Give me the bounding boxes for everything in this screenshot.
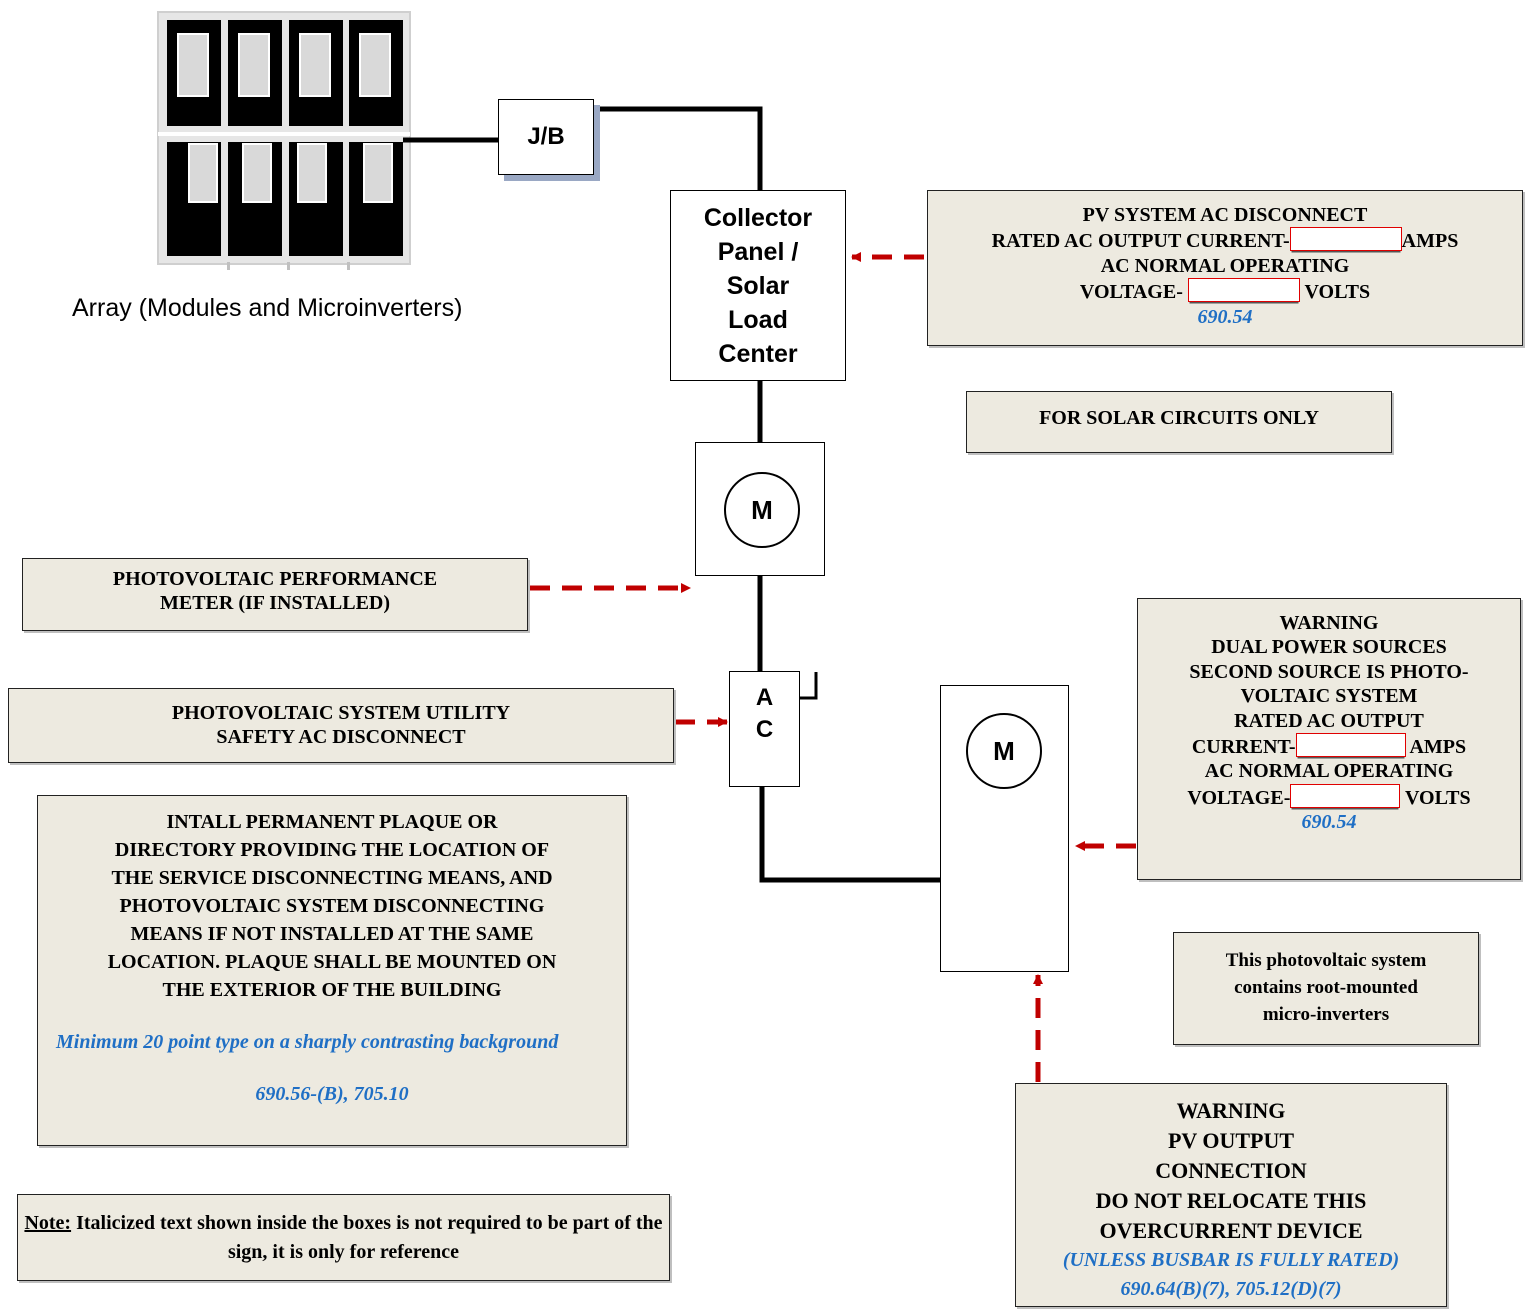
label-text: RATED AC OUTPUT [1234,709,1424,732]
label-text: LOCATION. PLAQUE SHALL BE MOUNTED ON [107,951,557,973]
code-reference: 690.64(B)(7), 705.12(D)(7) [1120,1278,1342,1300]
label-text: VOLTAIC SYSTEM [1240,685,1418,708]
note-prefix: Note: [24,1212,72,1234]
collector-line: Collector [703,204,813,232]
label-text: VOLTAGE- [1187,786,1291,809]
solar-module [289,142,343,256]
label-text: MEANS IF NOT INSTALLED AT THE SAME [130,923,534,945]
label-text: PV OUTPUT [1167,1128,1295,1153]
label-plaque: INTALL PERMANENT PLAQUE OR DIRECTORY PRO… [37,795,627,1146]
ac-letter: C [755,716,774,743]
ac-letter: A [755,684,774,711]
solar-module [228,20,282,126]
label-text: VOLTS [1405,786,1471,809]
reference-note: Minimum 20 point type on a sharply contr… [56,1031,559,1053]
label-text: FOR SOLAR CIRCUITS ONLY [1039,407,1319,429]
label-text: DIRECTORY PROVIDING THE LOCATION OF [114,839,550,861]
reference-note: (UNLESS BUSBAR IS FULLY RATED) [1062,1249,1400,1271]
label-text: VOLTAGE- [1079,281,1183,304]
label-text: PHOTOVOLTAIC SYSTEM DISCONNECTING [119,895,545,917]
label-text: SAFETY AC DISCONNECT [216,726,466,749]
collector-line: Center [718,340,798,368]
label-text: METER (IF INSTALLED) [159,592,391,615]
rated-current-blank [1295,732,1406,757]
label-text: DO NOT RELOCATE THIS [1095,1188,1367,1213]
ac-disconnect: A C [729,671,800,787]
label-text: SECOND SOURCE IS PHOTO- [1189,660,1469,683]
collector-panel: Collector Panel / Solar Load Center [670,190,846,381]
label-text: WARNING [1279,612,1379,634]
note-text: Italicized text shown inside the boxes i… [71,1212,663,1263]
label-text: micro-inverters [1262,1004,1390,1025]
label-performance-meter: PHOTOVOLTAIC PERFORMANCE METER (IF INSTA… [22,558,528,631]
label-title: PV SYSTEM AC DISCONNECT [1082,204,1368,226]
label-text: THE SERVICE DISCONNECTING MEANS, AND [111,867,553,889]
voltage-blank [1290,783,1401,808]
solar-module [349,142,403,256]
label-note: Note: Italicized text shown inside the b… [17,1194,670,1281]
junction-box: J/B [498,99,594,175]
code-reference: 690.54 [1301,811,1357,834]
label-text: AMPS [1409,735,1467,758]
label-solar-circuits: FOR SOLAR CIRCUITS ONLY [966,391,1392,453]
solar-module [228,142,282,256]
label-text: INTALL PERMANENT PLAQUE OR [166,811,498,833]
collector-line: Panel / [717,238,799,266]
label-text: AC NORMAL OPERATING [1100,254,1350,277]
solar-module [167,20,221,126]
callout-arrows [530,252,1136,1082]
code-reference: 690.54 [1197,305,1253,328]
service-meter-symbol: M [966,713,1042,789]
collector-line: Solar [726,272,790,300]
code-reference: 690.56-(B), 705.10 [255,1083,409,1105]
solar-module [167,142,221,256]
solar-module [289,20,343,126]
label-text: AMPS [1401,230,1459,253]
wire-disconnect-to-service [759,786,940,883]
wiring [403,106,940,883]
label-text: AC NORMAL OPERATING [1204,760,1454,783]
label-text: CONNECTION [1155,1158,1307,1183]
label-text: THE EXTERIOR OF THE BUILDING [162,979,502,1001]
wire-jb-to-collector [594,106,763,190]
pv-meter-symbol: M [724,472,800,548]
rated-current-blank [1289,227,1402,252]
solar-module [349,20,403,126]
label-pv-output: WARNING PV OUTPUT CONNECTION DO NOT RELO… [1015,1083,1447,1307]
label-text: contains root-mounted [1234,977,1418,998]
label-text: WARNING [1176,1098,1286,1123]
label-text: This photovoltaic system [1225,950,1427,971]
collector-line: Load [728,306,788,334]
label-dual-power: WARNING DUAL POWER SOURCES SECOND SOURCE… [1137,598,1521,880]
label-utility-disconnect: PHOTOVOLTAIC SYSTEM UTILITY SAFETY AC DI… [8,688,674,763]
solar-array-icon [157,11,411,270]
label-text: VOLTS [1304,281,1371,304]
voltage-blank [1187,278,1300,303]
label-text: DUAL POWER SOURCES [1211,636,1447,659]
label-text: PHOTOVOLTAIC SYSTEM UTILITY [171,702,511,724]
label-text: OVERCURRENT DEVICE [1099,1218,1363,1243]
label-micro-inverters: This photovoltaic system contains root-m… [1173,932,1479,1045]
label-text: CURRENT- [1191,735,1296,758]
array-caption: Array (Modules and Microinverters) [72,294,463,322]
label-pv-ac-disconnect: PV SYSTEM AC DISCONNECT RATED AC OUTPUT … [927,190,1523,346]
label-text: PHOTOVOLTAIC PERFORMANCE [112,568,438,590]
label-text: RATED AC OUTPUT CURRENT- [991,230,1290,253]
disconnect-switch-icon [800,672,818,700]
